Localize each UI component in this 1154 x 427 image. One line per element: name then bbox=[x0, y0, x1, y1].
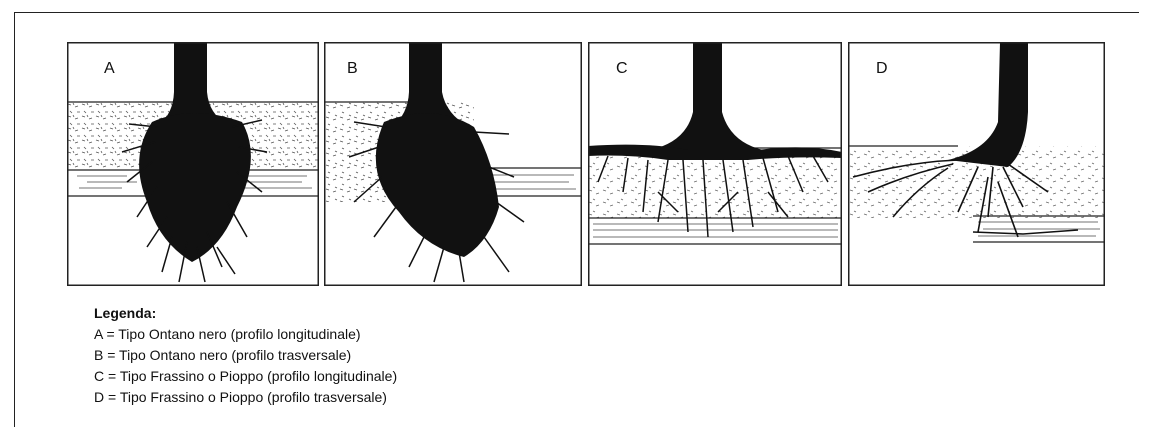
panel-letter: B bbox=[347, 60, 358, 77]
panel-letter: D bbox=[876, 60, 888, 77]
panel-letter: A bbox=[104, 60, 115, 77]
panel-letter: C bbox=[616, 60, 628, 77]
panel-c: C bbox=[588, 42, 842, 286]
legend-title: Legenda: bbox=[94, 303, 397, 324]
panel-a: A bbox=[67, 42, 319, 286]
legend-item-c: C = Tipo Frassino o Pioppo (profilo long… bbox=[94, 366, 397, 387]
legend-item-a: A = Tipo Ontano nero (profilo longitudin… bbox=[94, 324, 397, 345]
legend-item-d: D = Tipo Frassino o Pioppo (profilo tras… bbox=[94, 387, 397, 408]
figure-frame-top bbox=[14, 12, 1139, 13]
figure-frame-left bbox=[14, 12, 15, 427]
panel-d: D bbox=[848, 42, 1105, 286]
legend-item-b: B = Tipo Ontano nero (profilo trasversal… bbox=[94, 345, 397, 366]
panel-b: B bbox=[324, 42, 582, 286]
legend: Legenda: A = Tipo Ontano nero (profilo l… bbox=[94, 303, 397, 408]
